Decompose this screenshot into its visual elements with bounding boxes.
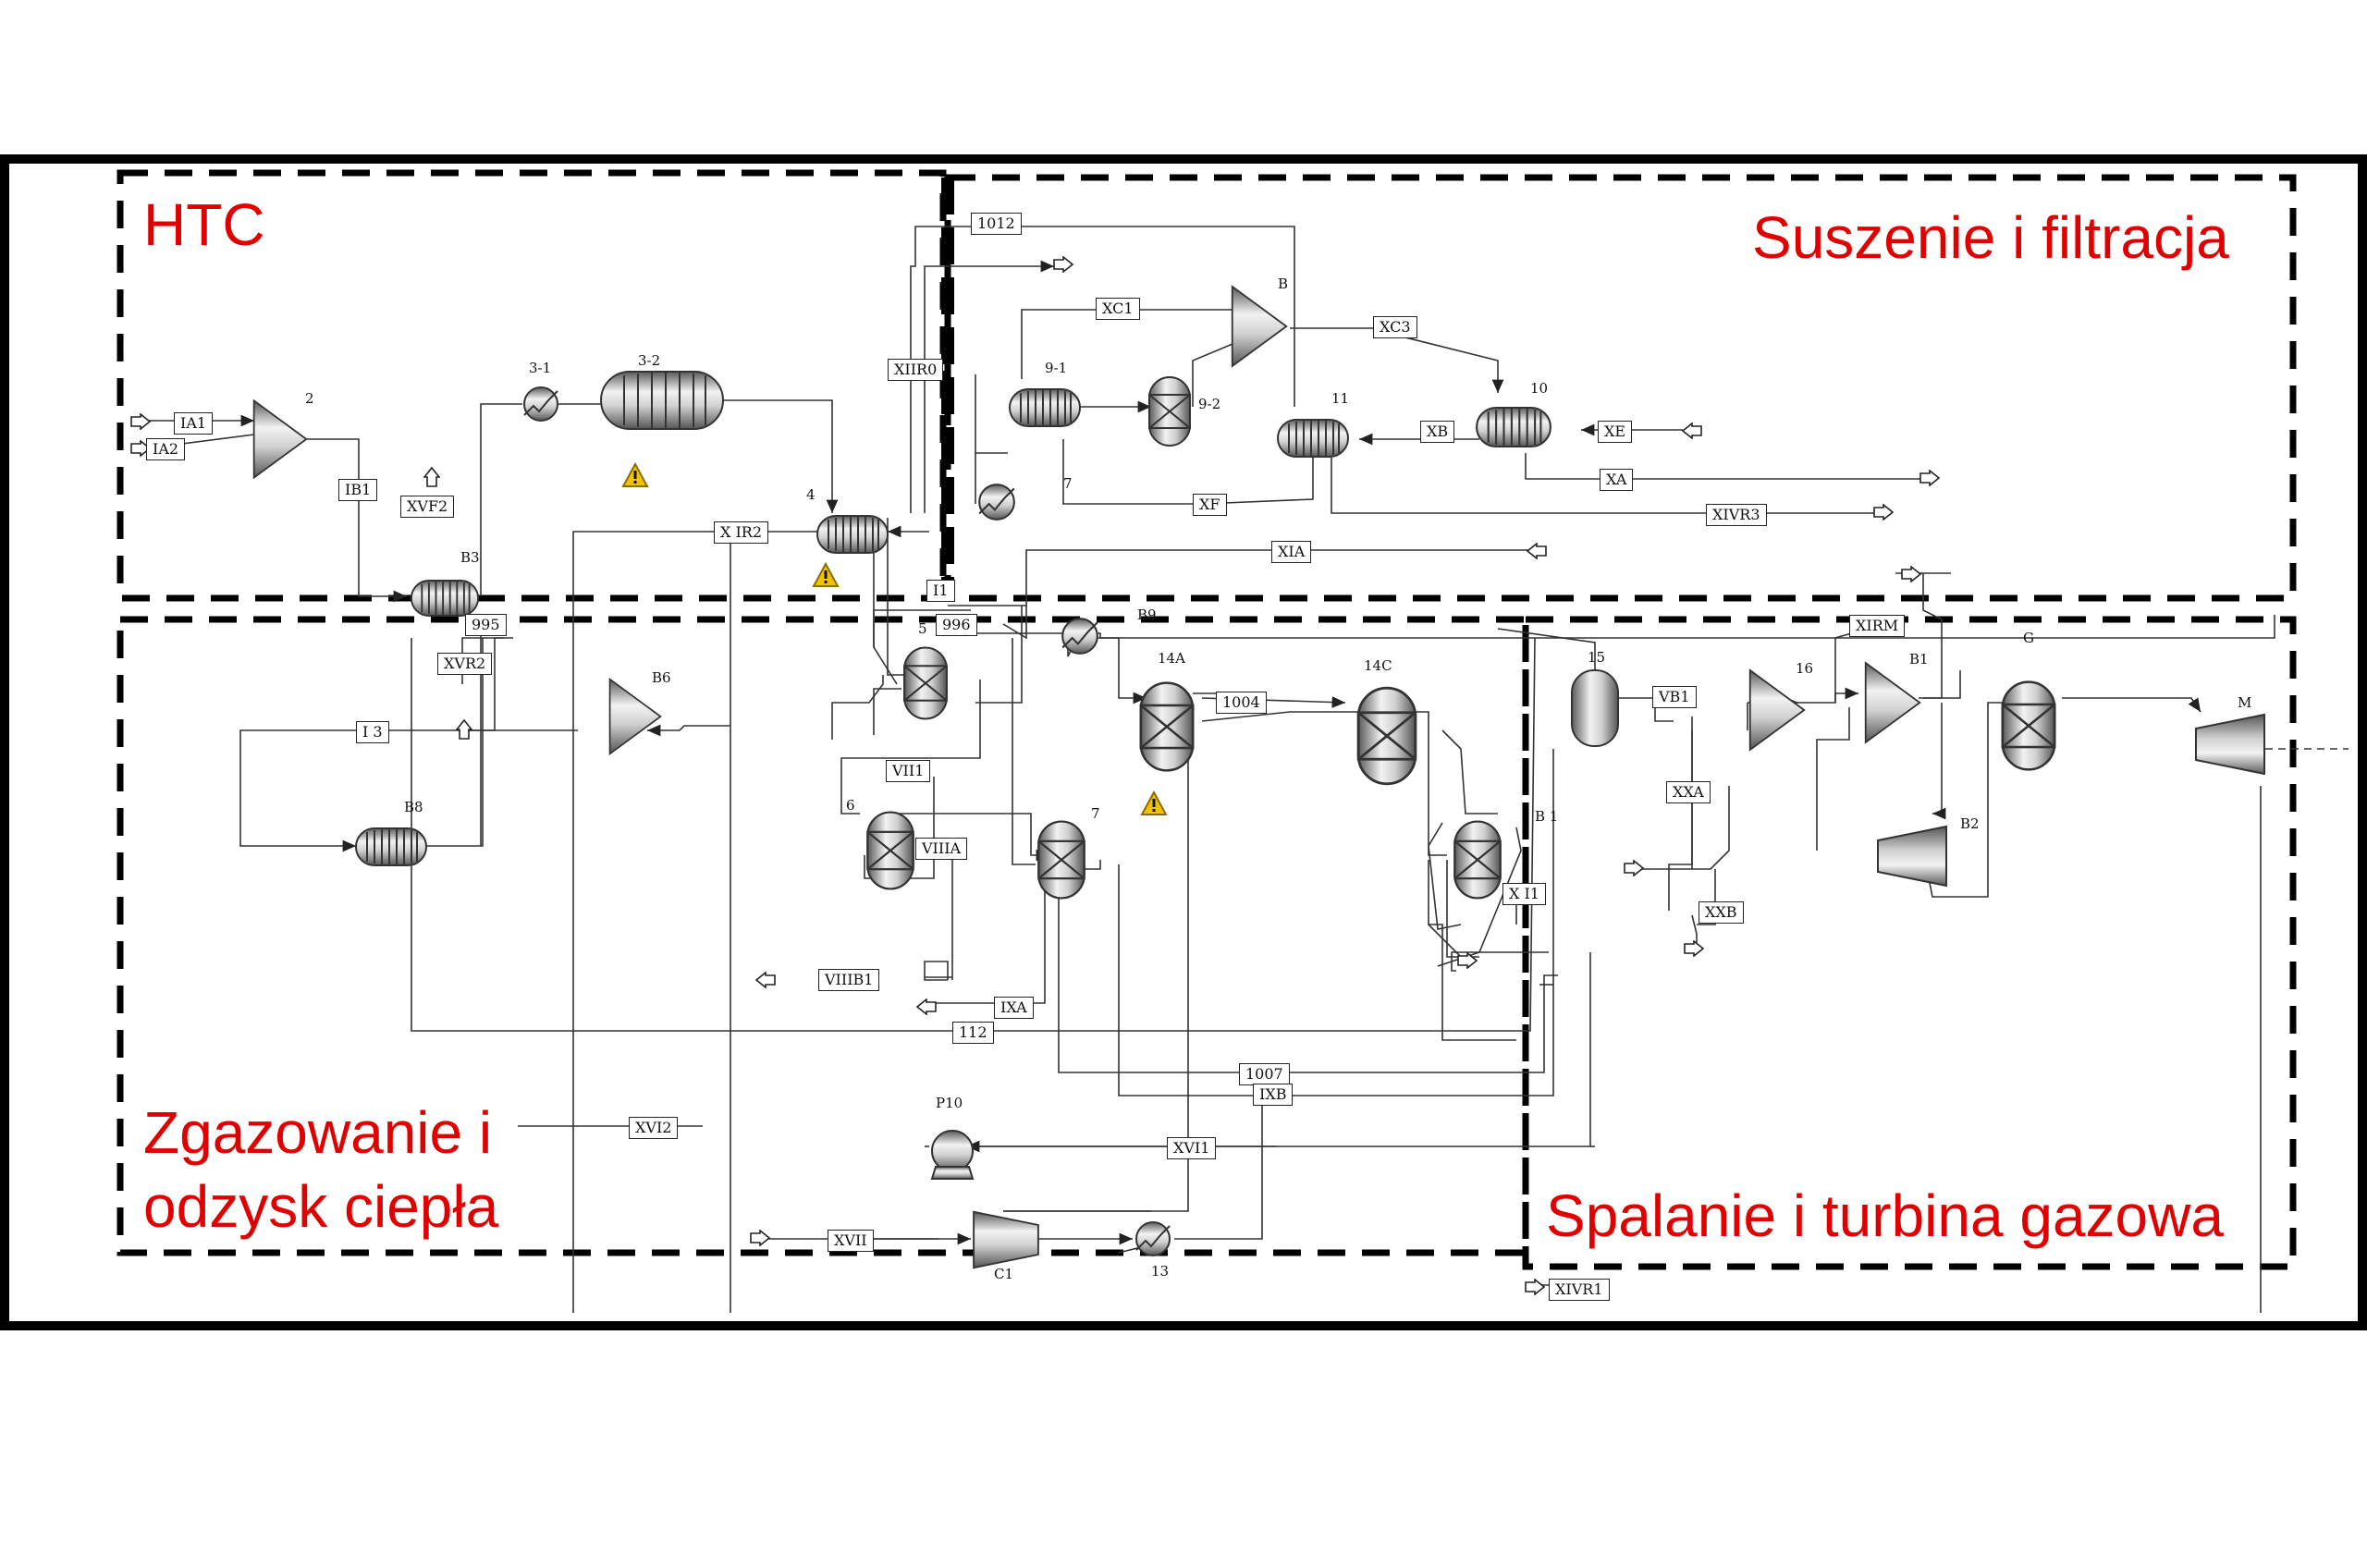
block-label: 9-2: [1198, 396, 1220, 412]
block-label: B2: [1960, 815, 1980, 832]
block-label: 9-1: [1045, 360, 1067, 376]
block-labels: 2 3-1 3-2 4 B3 B6 B8 9-1 9-2 B 7 11 10 5…: [305, 276, 2251, 1282]
reactor-14a[interactable]: [1139, 681, 1195, 772]
stream-tag[interactable]: XA: [1600, 469, 1634, 491]
block-label: B8: [404, 799, 423, 815]
block-label: 10: [1530, 380, 1548, 397]
block-label: B3: [460, 549, 480, 566]
region-label-gasification-1: Zgazowanie i: [143, 1099, 493, 1166]
heater-b9[interactable]: [1061, 618, 1098, 655]
stream-tag[interactable]: IXA: [994, 997, 1034, 1019]
block-label: 3-2: [638, 352, 660, 369]
block-label: 13: [1151, 1263, 1169, 1280]
block-label: P10: [936, 1095, 963, 1111]
stream-tag[interactable]: I 3: [356, 721, 389, 743]
region-drying-border: [944, 174, 2297, 602]
region-label-gasification-2: odzysk ciepła: [143, 1173, 499, 1240]
reactor-14c[interactable]: [1356, 686, 1417, 786]
stream-tag[interactable]: 1007: [1239, 1063, 1290, 1085]
hx-9-1[interactable]: [1008, 387, 1082, 428]
block-label: 5: [918, 620, 927, 637]
reactor-b11[interactable]: [1453, 820, 1502, 900]
stream-tag[interactable]: IA2: [146, 438, 186, 460]
stream-tag[interactable]: XXA: [1666, 781, 1711, 803]
reactor-9-2[interactable]: [1147, 375, 1192, 447]
hx-b3[interactable]: [410, 579, 480, 618]
region-label-htc: HTC: [143, 191, 265, 258]
block-label: B9: [1137, 606, 1157, 623]
stream-tag[interactable]: XVII: [828, 1230, 874, 1252]
stream-tag[interactable]: XIA: [1271, 541, 1312, 563]
stream-tag[interactable]: XIIR0: [888, 359, 944, 381]
stream-tag[interactable]: X IR2: [714, 521, 769, 544]
heater-13[interactable]: [1135, 1221, 1171, 1256]
block-label: B: [1278, 276, 1288, 292]
stream-tag[interactable]: IB1: [338, 479, 378, 501]
stream-tag[interactable]: 112: [952, 1022, 994, 1044]
reactor-5[interactable]: [903, 646, 948, 720]
stream-tag[interactable]: VIIIB1: [818, 969, 880, 991]
block-label: 2: [305, 390, 314, 407]
block-label: 7: [1091, 805, 1100, 822]
heater-3-1[interactable]: [523, 386, 558, 422]
stream-tag[interactable]: XVI2: [629, 1117, 679, 1139]
hx-10[interactable]: [1475, 406, 1552, 448]
stream-tag[interactable]: IXB: [1253, 1084, 1294, 1106]
stream-tag[interactable]: I1: [926, 580, 955, 602]
block-label: C1: [994, 1266, 1013, 1282]
heater-7[interactable]: [978, 484, 1015, 521]
block-label: G: [2023, 630, 2034, 646]
stream-tag[interactable]: 995: [465, 614, 507, 636]
stream-tag[interactable]: 1004: [1216, 692, 1267, 714]
block-label: 4: [806, 486, 816, 503]
block-label: 11: [1331, 390, 1349, 407]
block-label: 14A: [1158, 650, 1185, 667]
stream-tag[interactable]: XB: [1420, 421, 1455, 443]
stream-tag[interactable]: 1012: [971, 213, 1022, 235]
block-label: B 1: [1535, 808, 1558, 825]
equipment: [252, 285, 2265, 1269]
stream-tag[interactable]: XC1: [1096, 298, 1140, 320]
block-label: 16: [1796, 660, 1813, 677]
stream-tag[interactable]: VIIIA: [915, 838, 968, 860]
stream-tag[interactable]: IA1: [174, 412, 214, 435]
stream-tag[interactable]: XIVR1: [1549, 1279, 1610, 1301]
stream-tag[interactable]: XVR2: [437, 653, 493, 675]
flash-15[interactable]: [1571, 669, 1619, 747]
block-label: 6: [846, 797, 855, 814]
region-combustion-border: [1522, 616, 2297, 1270]
stream-tag[interactable]: 996: [936, 614, 977, 636]
stream-tag[interactable]: VII1: [886, 760, 931, 782]
stream-tag[interactable]: X I1: [1502, 883, 1546, 905]
stream-tag[interactable]: XF: [1193, 494, 1227, 516]
hx-4[interactable]: [816, 514, 889, 555]
block-label: 7: [1063, 475, 1073, 492]
region-label-combustion: Spalanie i turbina gazowa: [1546, 1182, 2224, 1249]
stream-tag[interactable]: XXB: [1699, 901, 1744, 924]
vessel-3-2-baffles: [623, 373, 706, 428]
block-label: B6: [652, 669, 671, 686]
stream-tag[interactable]: XVI1: [1167, 1137, 1217, 1159]
block-label: 14C: [1364, 657, 1392, 674]
reactor-g[interactable]: [2001, 680, 2056, 771]
reactor-7[interactable]: [1037, 820, 1085, 900]
stream-tag[interactable]: VB1: [1652, 686, 1697, 708]
stream-tag[interactable]: XE: [1598, 421, 1633, 443]
stream-tag[interactable]: XVF2: [400, 496, 455, 518]
block-label: M: [2238, 694, 2251, 711]
pump-p10[interactable]: [930, 1130, 975, 1180]
hx-11[interactable]: [1276, 418, 1350, 459]
stream-tag[interactable]: XIRM: [1849, 615, 1906, 637]
region-label-drying: Suszenie i filtracja: [1752, 204, 2229, 271]
block-label: 3-1: [529, 360, 551, 376]
stream-tag[interactable]: XC3: [1373, 316, 1417, 338]
block-label: 15: [1588, 649, 1605, 666]
hx-b8[interactable]: [354, 827, 428, 867]
reactor-6[interactable]: [866, 811, 914, 890]
block-label: B1: [1909, 651, 1929, 668]
stream-tag[interactable]: XIVR3: [1706, 504, 1767, 526]
